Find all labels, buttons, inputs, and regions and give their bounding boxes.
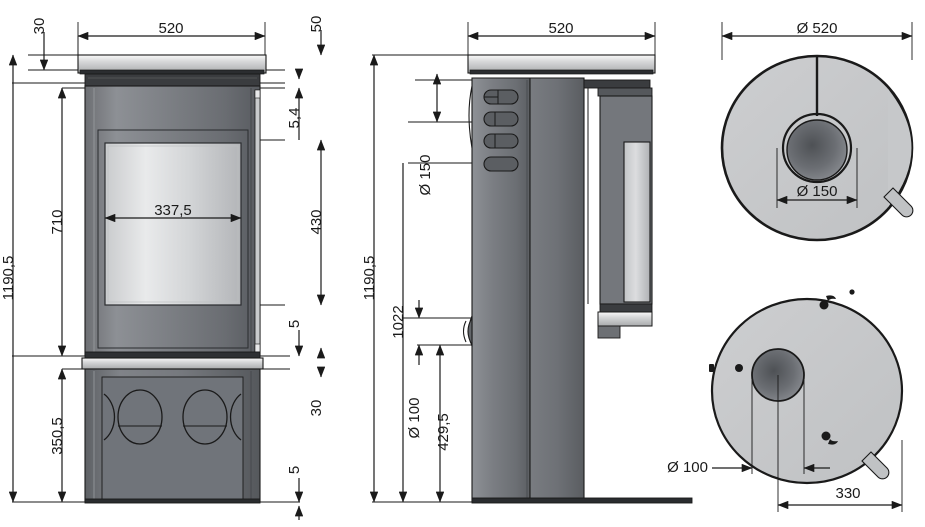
front-foot-label: 5 xyxy=(286,466,303,474)
front-elevation-view: 520 337,5 30 1190,5 710 350,5 xyxy=(0,16,326,520)
bottom-dim-air-dia: Ø 100 xyxy=(667,459,830,476)
top-flue-collar xyxy=(781,112,853,184)
side-width-label: 520 xyxy=(548,20,573,37)
bottom-offset-label: 330 xyxy=(835,485,860,502)
front-gap-bottom-label: 5 xyxy=(286,320,303,328)
bottom-handle-nub xyxy=(861,451,890,480)
bottom-air-dia-label: Ø 100 xyxy=(667,459,708,476)
front-top-plate xyxy=(77,54,267,75)
side-top-plate xyxy=(467,54,656,75)
side-flue-height-label: 1022 xyxy=(390,305,407,338)
side-rear-air-height-label: 429,5 xyxy=(435,413,452,451)
front-top-offset-label: 30 xyxy=(31,18,48,35)
top-dim-flue-dia: Ø 150 xyxy=(776,148,858,208)
front-width-label: 520 xyxy=(158,20,183,37)
front-collar xyxy=(84,73,261,87)
side-rear-door xyxy=(583,79,653,339)
front-dim-glass-width: 337,5 xyxy=(104,202,242,223)
front-glass-height-label: 430 xyxy=(308,209,325,234)
front-dim-pedestal-height: 350,5 xyxy=(49,368,67,503)
side-dim-rear-air-height: 429,5 xyxy=(435,344,452,503)
bottom-fittings xyxy=(709,289,855,445)
side-dim-width: 520 xyxy=(467,20,656,41)
side-rear-air-spigot xyxy=(462,316,473,348)
side-dim-flue-dia: Ø 150 xyxy=(417,73,442,196)
front-dim-total-height: 1190,5 xyxy=(0,54,18,503)
bottom-dim-offset: 330 xyxy=(777,485,903,510)
front-gap-top-label: 5,4 xyxy=(286,108,303,129)
top-extension-lines xyxy=(721,22,913,60)
top-flue-dia-label: Ø 150 xyxy=(797,183,838,200)
top-handle-nub xyxy=(883,187,914,218)
top-outer-dia-label: Ø 520 xyxy=(797,20,838,37)
front-dim-top-offset: 30 xyxy=(31,18,49,71)
front-right-dims: 50 5,4 430 5 30 5 xyxy=(286,16,326,520)
side-foot-plate xyxy=(471,497,693,504)
bottom-extension-lines xyxy=(751,375,903,512)
front-glass-window xyxy=(104,142,242,306)
front-base-plate-label: 30 xyxy=(308,400,325,417)
front-pedestal xyxy=(84,368,261,504)
bottom-base-disc xyxy=(710,297,904,485)
front-top-plate-right-label: 50 xyxy=(308,16,325,33)
top-plan-view: Ø 520 Ø 150 xyxy=(720,20,914,242)
top-dim-outer-dia: Ø 520 xyxy=(721,20,913,41)
side-elevation-view: 520 xyxy=(361,20,693,504)
bottom-plan-view: Ø 100 330 xyxy=(667,289,904,512)
front-body-height-label: 710 xyxy=(49,209,66,234)
front-dim-body-height: 710 xyxy=(49,87,67,357)
side-dim-flue-height: 1022 xyxy=(390,163,408,503)
front-pedestal-height-label: 350,5 xyxy=(49,417,66,455)
side-flue-dia-label: Ø 150 xyxy=(417,155,434,196)
side-dim-rear-air-dia: Ø 100 xyxy=(406,300,424,439)
side-rear-air-dia-label: Ø 100 xyxy=(406,398,423,439)
front-total-height-label: 1190,5 xyxy=(0,256,17,301)
front-dim-width: 520 xyxy=(77,20,266,41)
front-glass-width-label: 337,5 xyxy=(154,202,192,219)
side-body xyxy=(468,77,585,503)
side-dim-total-height: 1190,5 xyxy=(361,54,379,503)
side-total-height-label: 1190,5 xyxy=(361,256,378,301)
side-air-vents xyxy=(483,89,519,172)
